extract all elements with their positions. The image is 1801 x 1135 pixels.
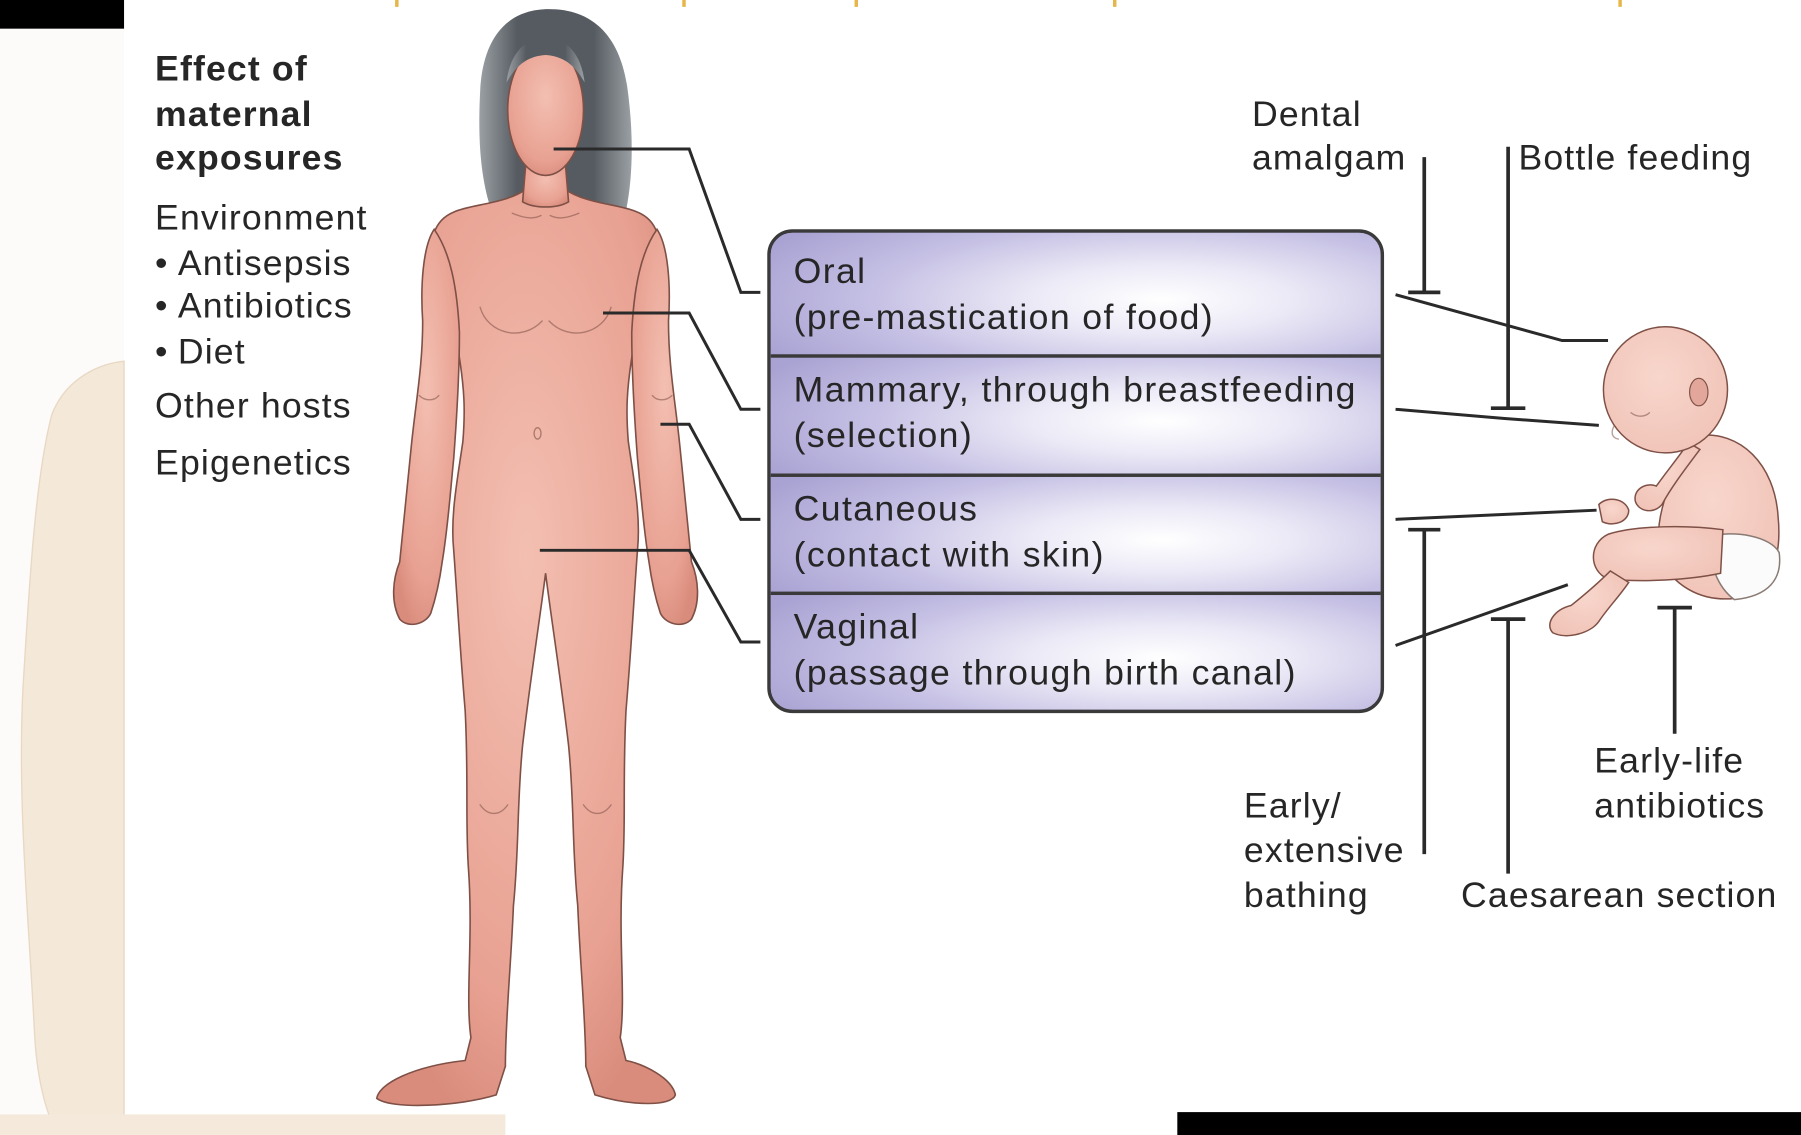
top-edge-marks	[395, 0, 1622, 7]
inhibitor-dental-amalgam	[1408, 157, 1440, 292]
top-edge-mark	[855, 0, 858, 7]
dental-amalgam-label: amalgam	[1252, 135, 1406, 181]
route-detail: (pre-mastication of food)	[794, 295, 1381, 341]
bathing-label: bathing	[1244, 872, 1369, 918]
route-detail: (passage through birth canal)	[794, 650, 1381, 696]
inhibitor-caesarean	[1491, 619, 1525, 874]
connector-vaginal-to-infant	[1396, 585, 1568, 646]
environment-bullet-antibiotics: •Antibiotics	[155, 283, 353, 329]
route-row-vaginal: Vaginal (passage through birth canal)	[771, 591, 1381, 709]
infant-ear	[1690, 378, 1708, 406]
bottle-feeding-label: Bottle feeding	[1518, 135, 1752, 181]
route-title: Oral	[794, 249, 1381, 295]
inhibitor-early-life-antibiotics	[1657, 608, 1691, 734]
transmission-routes-box: Oral (pre-mastication of food) Mammary, …	[767, 229, 1384, 713]
dental-amalgam-label: Dental	[1252, 92, 1362, 138]
connector-cutaneous-to-infant	[1396, 510, 1597, 519]
caesarean-section-label: Caesarean section	[1461, 872, 1777, 918]
top-edge-mark	[682, 0, 685, 7]
woman-body	[377, 189, 676, 1105]
background-bottom-fragment	[0, 1114, 505, 1135]
route-row-cutaneous: Cutaneous (contact with skin)	[771, 473, 1381, 591]
heading-line: Effect of	[155, 46, 308, 92]
top-edge-mark	[1618, 0, 1621, 7]
bathing-label: Early/	[1244, 783, 1342, 829]
route-title: Mammary, through breastfeeding	[794, 367, 1381, 413]
top-left-black-corner	[0, 0, 124, 29]
route-detail: (contact with skin)	[794, 531, 1381, 577]
connector-mammary-to-infant	[1396, 409, 1599, 425]
infant-head	[1603, 327, 1727, 453]
environment-bullet-antisepsis: •Antisepsis	[155, 241, 352, 287]
bullet-glyph: •	[155, 331, 169, 371]
connector-oral-to-infant	[1396, 295, 1608, 341]
top-edge-mark	[1113, 0, 1116, 7]
woman-right-arm	[394, 229, 460, 624]
mother-figure	[377, 9, 698, 1105]
bullet-glyph: •	[155, 243, 169, 283]
woman-left-arm	[632, 229, 698, 624]
bullet-text: Antisepsis	[178, 243, 352, 283]
inhibitor-bottle-feeding	[1491, 147, 1525, 408]
epigenetics-label: Epigenetics	[155, 440, 352, 486]
route-title: Cutaneous	[794, 486, 1381, 532]
environment-label: Environment	[155, 195, 368, 241]
bullet-text: Antibiotics	[178, 285, 353, 325]
bottom-right-black-strip	[1177, 1112, 1801, 1135]
route-row-mammary: Mammary, through breastfeeding (selectio…	[771, 355, 1381, 473]
environment-bullet-diet: •Diet	[155, 329, 246, 375]
infant-leg-foot	[1550, 571, 1629, 636]
inhibitor-bathing	[1408, 530, 1440, 854]
route-title: Vaginal	[794, 604, 1381, 650]
route-detail: (selection)	[794, 413, 1381, 459]
bathing-label: extensive	[1244, 828, 1405, 874]
heading-line: exposures	[155, 135, 343, 181]
infant-hand	[1599, 499, 1629, 524]
heading-line: maternal	[155, 92, 313, 138]
infant-figure	[1550, 327, 1780, 636]
route-row-oral: Oral (pre-mastication of food)	[771, 233, 1381, 355]
other-hosts-label: Other hosts	[155, 383, 352, 429]
bullet-text: Diet	[178, 331, 246, 371]
early-life-antibiotics-label: antibiotics	[1594, 783, 1765, 829]
early-life-antibiotics-label: Early-life	[1594, 738, 1744, 784]
top-edge-mark	[395, 0, 398, 7]
bullet-glyph: •	[155, 285, 169, 325]
